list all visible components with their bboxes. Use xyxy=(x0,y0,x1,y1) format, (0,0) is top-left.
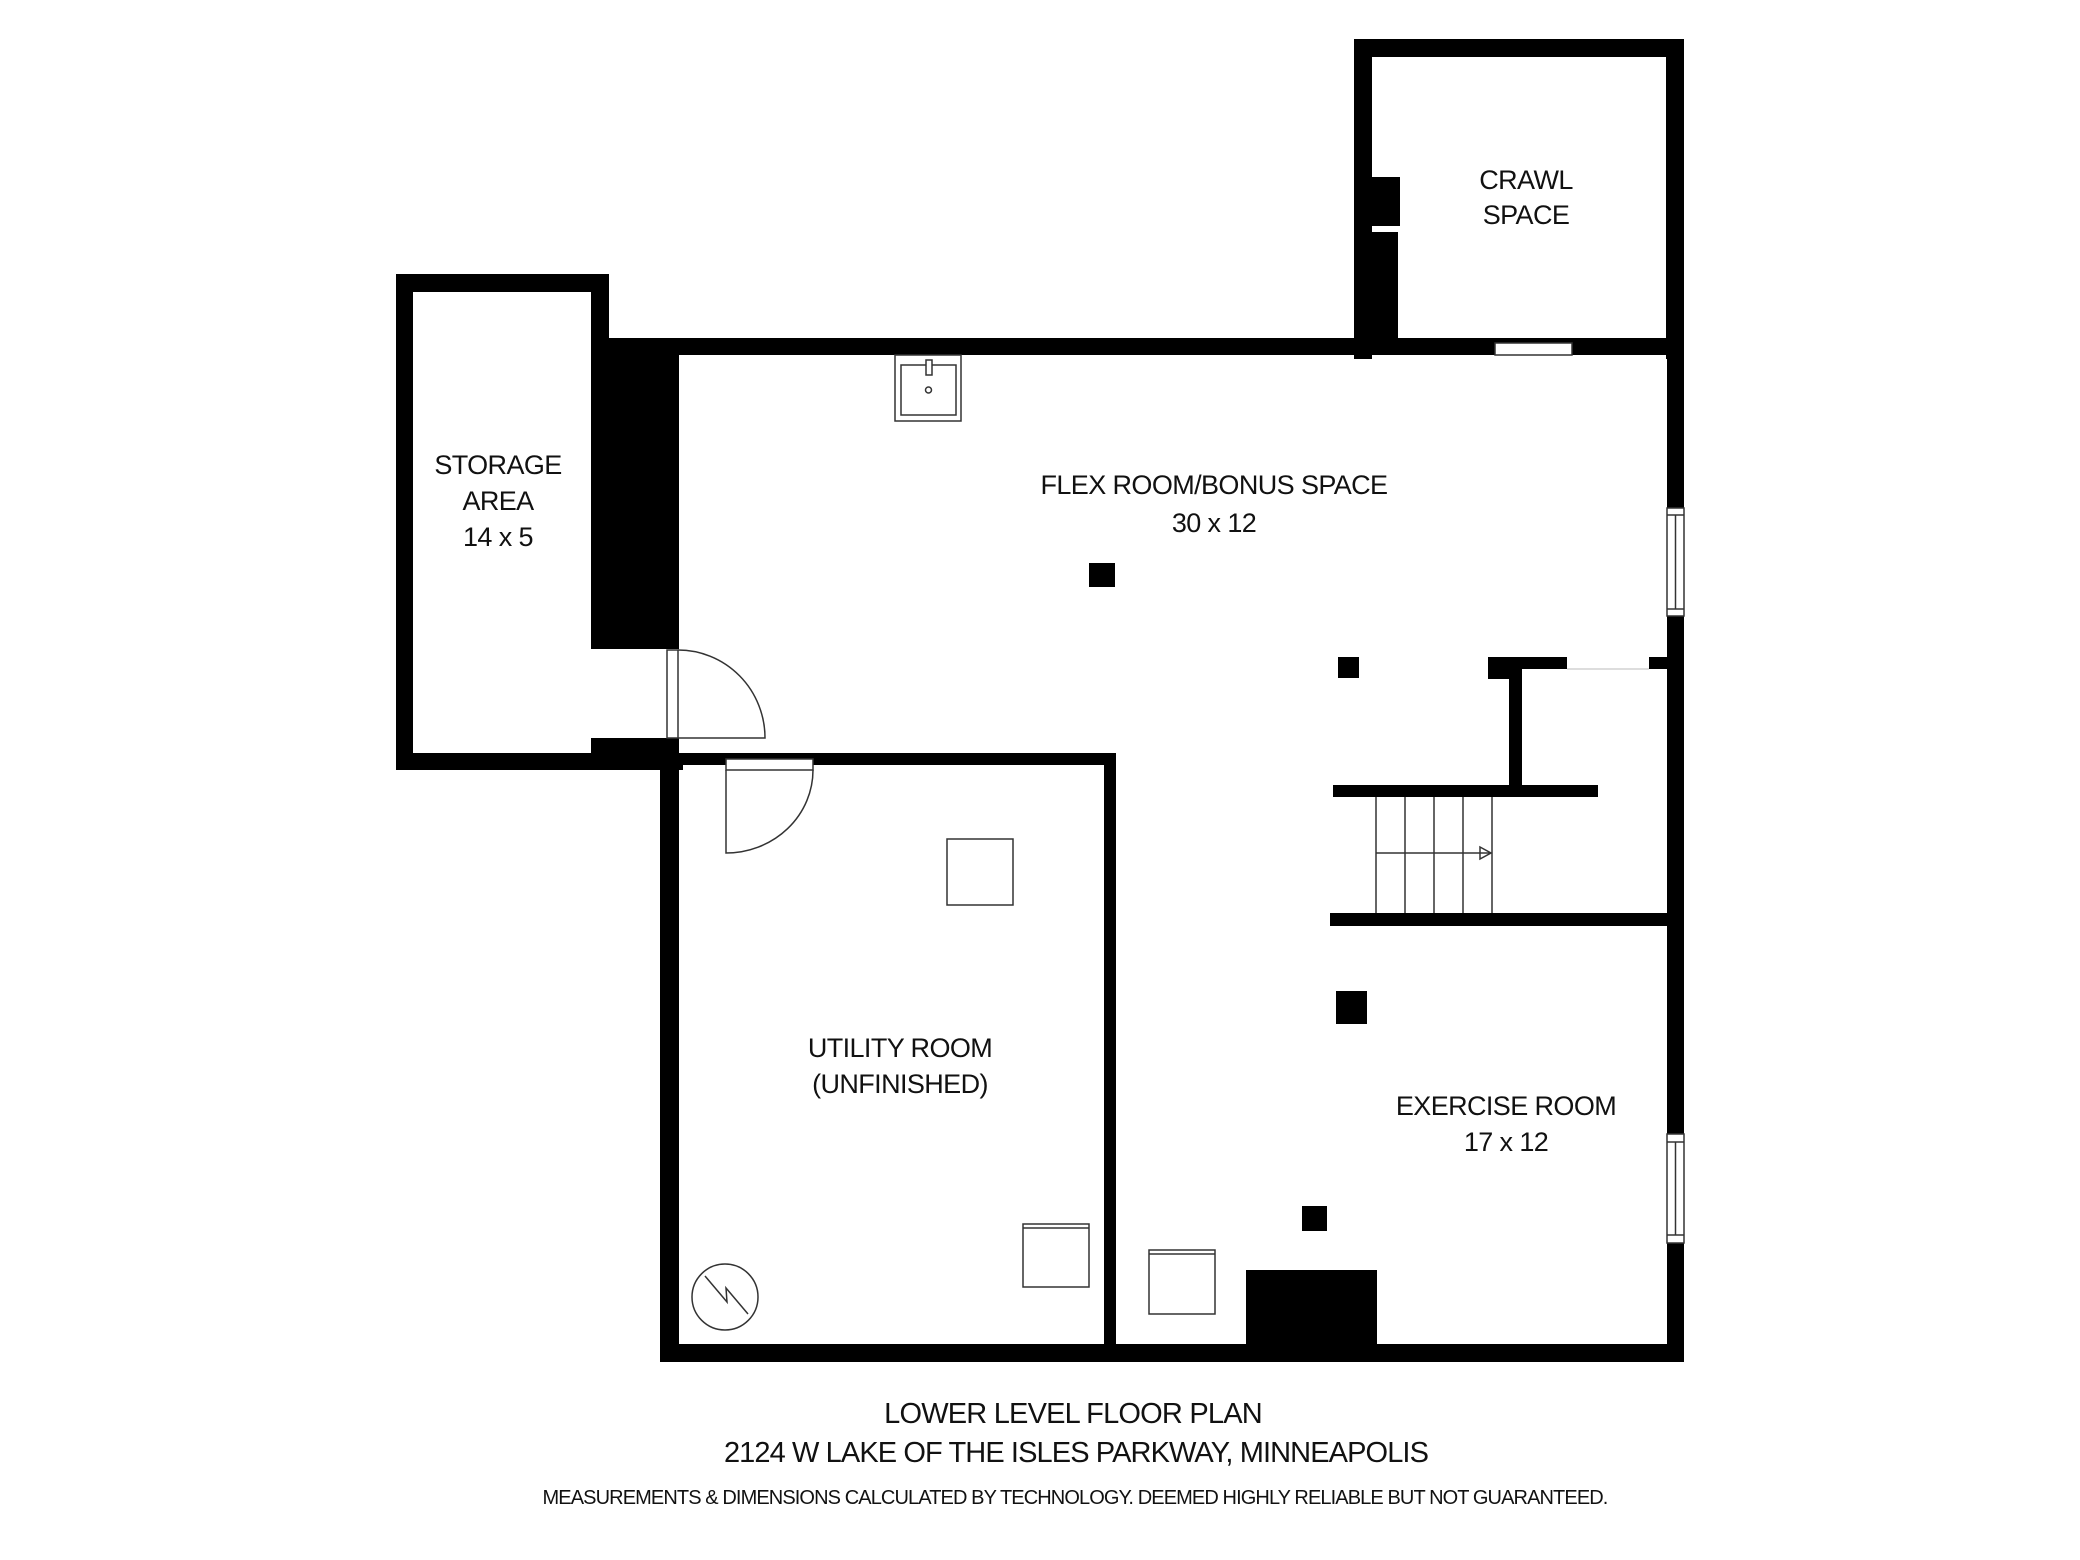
crawl-space-label: CRAWL SPACE xyxy=(1479,165,1574,230)
utility-room-label: UTILITY ROOM (UNFINISHED) xyxy=(808,1033,993,1099)
stairs-icon xyxy=(1375,797,1493,913)
crawl-space-walls xyxy=(1354,39,1684,359)
storage-door xyxy=(666,649,766,739)
water-heater-icon xyxy=(946,838,1014,906)
flex-east-window xyxy=(1666,507,1685,617)
crawl-window xyxy=(1494,342,1573,356)
crawl-space-name-line2: SPACE xyxy=(1483,200,1570,230)
utility-appliance-icon xyxy=(1022,1223,1090,1288)
support-columns xyxy=(1089,563,1367,1231)
flex-room-name: FLEX ROOM/BONUS SPACE xyxy=(1041,470,1388,500)
exercise-room-dimensions: 17 x 12 xyxy=(1464,1127,1548,1157)
plan-address: 2124 W LAKE OF THE ISLES PARKWAY, MINNEA… xyxy=(724,1437,1429,1469)
plan-footer: LOWER LEVEL FLOOR PLAN 2124 W LAKE OF TH… xyxy=(543,1398,1609,1509)
electrical-panel-icon xyxy=(691,1263,759,1331)
storage-label: STORAGE AREA 14 x 5 xyxy=(434,450,562,552)
flex-room-label: FLEX ROOM/BONUS SPACE 30 x 12 xyxy=(1041,470,1389,538)
storage-dimensions: 14 x 5 xyxy=(463,522,533,552)
utility-door xyxy=(725,758,814,854)
flex-room-dimensions: 30 x 12 xyxy=(1172,508,1256,538)
exercise-room-name: EXERCISE ROOM xyxy=(1396,1091,1616,1121)
utility-room-name-line1: UTILITY ROOM xyxy=(808,1033,992,1063)
plan-disclaimer: MEASUREMENTS & DIMENSIONS CALCULATED BY … xyxy=(543,1487,1608,1509)
utility-room-name-line2: (UNFINISHED) xyxy=(812,1069,988,1099)
crawl-space-name-line1: CRAWL xyxy=(1479,165,1573,195)
exercise-east-window xyxy=(1666,1133,1685,1244)
storage-area-walls xyxy=(396,274,683,770)
exercise-room-label: EXERCISE ROOM 17 x 12 xyxy=(1396,1091,1617,1157)
storage-name-line2: AREA xyxy=(462,486,534,516)
sink-icon xyxy=(894,354,962,422)
exercise-appliance-icon xyxy=(1148,1249,1216,1315)
plan-title: LOWER LEVEL FLOOR PLAN xyxy=(884,1398,1262,1430)
storage-name-line1: STORAGE xyxy=(434,450,561,480)
